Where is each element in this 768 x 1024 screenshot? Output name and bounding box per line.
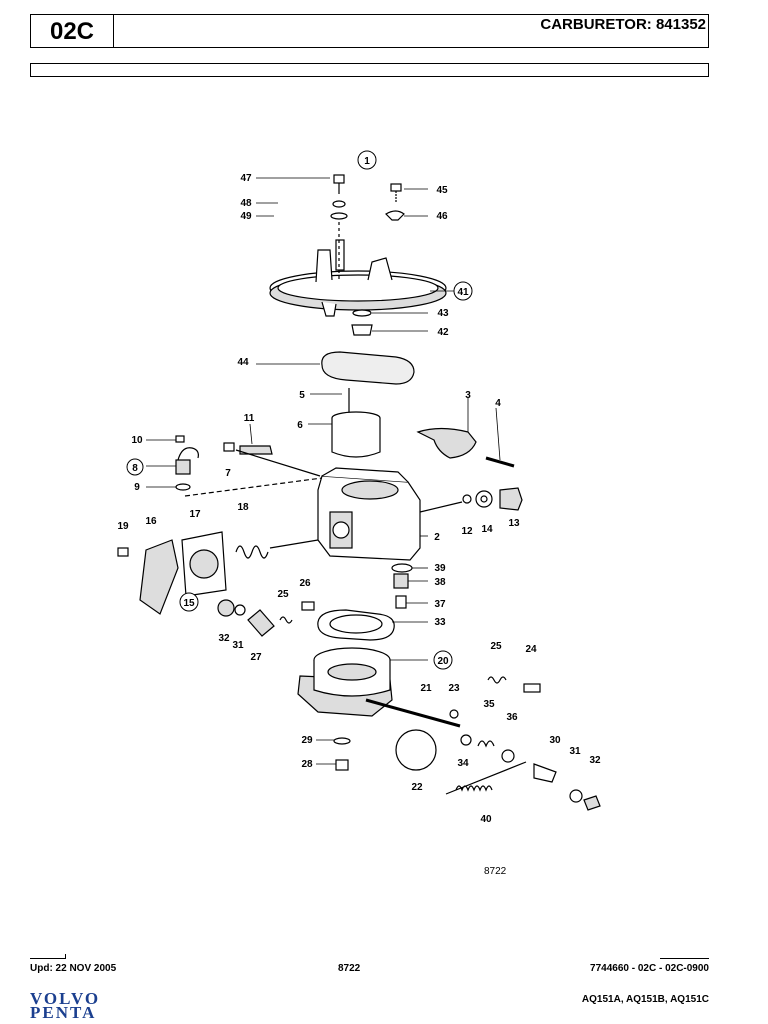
callout-31-right: 31: [569, 746, 581, 757]
callout-2: 2: [434, 532, 440, 543]
callout-37: 37: [434, 599, 446, 610]
top-cover-drawing: [269, 239, 447, 317]
callout-42: 42: [437, 327, 449, 338]
logo-line-2: PENTA: [30, 1003, 97, 1022]
callout-49: 49: [240, 211, 252, 222]
callout-11: 11: [244, 413, 255, 424]
callout-circle-41: [453, 281, 473, 301]
float-arm-3: [416, 427, 477, 459]
callout-35: 35: [483, 699, 495, 710]
callout-38: 38: [434, 577, 446, 588]
callout-16: 16: [145, 516, 157, 527]
leader-lines: [146, 177, 501, 765]
callout-39: 39: [434, 563, 446, 574]
callout-19: 19: [117, 521, 129, 532]
callout-31-left: 31: [232, 640, 244, 651]
callout-circle-15: [179, 592, 199, 612]
callout-6: 6: [297, 420, 303, 431]
header-box: 02C CARBURETOR: 841352: [30, 14, 709, 48]
footer-reference: 7744660 - 02C - 02C-0900: [590, 963, 709, 974]
gasket-33: [317, 609, 395, 641]
callout-18: 18: [237, 502, 249, 513]
subheader-bar: [30, 63, 709, 77]
section-code: 02C: [31, 15, 114, 47]
callout-43: 43: [437, 308, 449, 319]
callout-27: 27: [250, 652, 262, 663]
spring-rod-40: [445, 761, 527, 795]
volvo-penta-logo: VOLVO PENTA: [30, 989, 130, 1022]
jet-parts: [391, 563, 413, 609]
gasket-44: [321, 351, 415, 385]
callout-33: 33: [434, 617, 446, 628]
footer-rule-tick: [65, 954, 66, 959]
callout-30: 30: [549, 735, 561, 746]
callout-32-right: 32: [589, 755, 601, 766]
footer-page-id: 8722: [338, 963, 361, 974]
bottom-screw-parts: [333, 737, 351, 771]
lever-parts: [217, 599, 315, 637]
footer-rule-right: [660, 958, 709, 959]
callout-32-left: 32: [218, 633, 230, 644]
right-small-parts: [419, 487, 523, 513]
callout-20: 20: [437, 656, 449, 667]
callout-9: 9: [134, 482, 140, 493]
callout-45: 45: [436, 185, 448, 196]
callout-36: 36: [506, 712, 518, 723]
callout-24: 24: [525, 644, 537, 655]
float-6: [331, 388, 381, 458]
callout-40: 40: [480, 814, 492, 825]
logo-line-1: VOLVO: [30, 989, 101, 1008]
document-title: CARBURETOR: 841352: [540, 16, 706, 33]
callout-21: 21: [420, 683, 432, 694]
small-parts-top: [330, 174, 405, 336]
footer-updated-date: Upd: 22 NOV 2005: [30, 963, 117, 974]
callout-26: 26: [299, 578, 311, 589]
callout-44: 44: [237, 357, 249, 368]
footer-rule-left: [30, 958, 66, 959]
callout-48: 48: [240, 198, 252, 209]
callout-10: 10: [131, 435, 143, 446]
callout-25-lower: 25: [490, 641, 502, 652]
callout-5: 5: [299, 390, 305, 401]
throttle-shaft-parts: [365, 676, 601, 811]
callout-7: 7: [225, 468, 231, 479]
figure-number: 8722: [484, 866, 507, 877]
callout-47: 47: [240, 173, 252, 184]
callout-13: 13: [508, 518, 520, 529]
callout-circle-8: [126, 458, 144, 476]
callout-23: 23: [448, 683, 460, 694]
callout-15: 15: [183, 598, 195, 609]
callout-circle-20: [433, 650, 453, 670]
callout-41: 41: [457, 287, 469, 298]
callout-1: 1: [364, 156, 370, 167]
callout-3: 3: [465, 390, 471, 401]
callout-28: 28: [301, 759, 313, 770]
callout-46: 46: [436, 211, 448, 222]
callout-14: 14: [481, 524, 493, 535]
callout-8: 8: [132, 463, 138, 474]
pin-4: [485, 456, 515, 468]
callout-12: 12: [461, 526, 473, 537]
throttle-body-20: [297, 647, 393, 717]
accelerator-pump-assembly: [117, 531, 319, 615]
throttle-plate-22: [395, 729, 437, 771]
callout-circle-1: [357, 150, 377, 170]
carburetor-body-2: [317, 467, 421, 561]
callout-4: 4: [495, 398, 501, 409]
left-small-parts: [175, 435, 323, 497]
callout-29: 29: [301, 735, 313, 746]
callout-22: 22: [411, 782, 423, 793]
callout-34: 34: [457, 758, 469, 769]
callout-17: 17: [189, 509, 201, 520]
footer-models: AQ151A, AQ151B, AQ151C: [581, 994, 709, 1005]
callout-25-upper: 25: [277, 589, 289, 600]
